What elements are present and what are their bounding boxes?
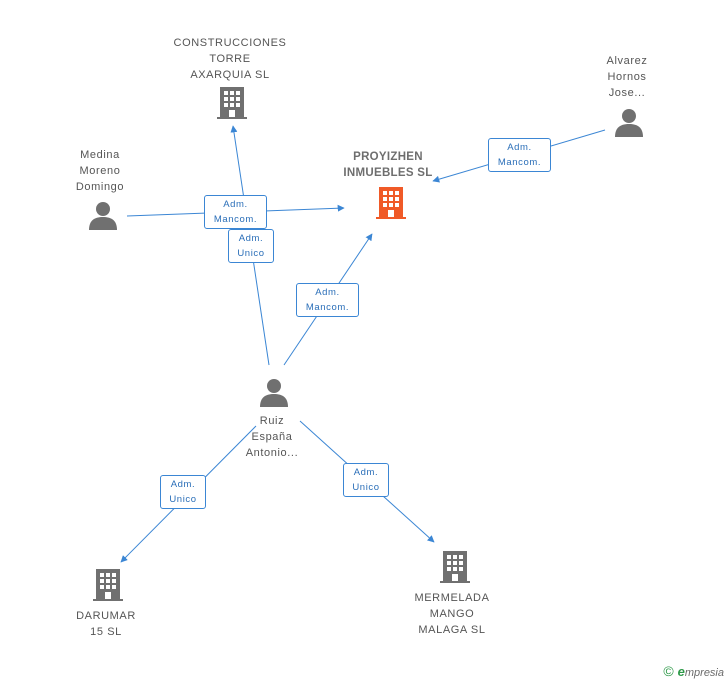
building-icon-highlighted [376,187,406,219]
node-label-proyizhen[interactable]: PROYIZHEN INMUEBLES SL [343,151,433,179]
building-icon [93,569,123,601]
edge-label-ruiz-proyizhen: Adm. Mancom. [296,283,359,317]
brand-e: e [677,664,685,679]
building-icon [217,87,247,119]
brand-rest: mpresia [684,667,724,679]
node-label-darumar[interactable]: DARUMAR 15 SL [76,610,136,638]
node-label-mermelada[interactable]: MERMELADA MANGO MALAGA SL [414,592,490,636]
node-label-alvarez[interactable]: Alvarez Hornos Jose... [606,55,648,99]
edge-label-ruiz-construcciones: Adm. Unico [228,229,274,263]
person-icon [260,379,288,407]
node-label-construcciones[interactable]: CONSTRUCCIONES TORRE AXARQUIA SL [173,37,287,81]
person-icon [89,202,117,230]
edge-label-ruiz-mermelada: Adm. Unico [343,463,389,497]
node-label-medina[interactable]: Medina Moreno Domingo [75,149,125,193]
node-label-ruiz[interactable]: Ruiz España Antonio... [245,415,299,459]
edge-label-alvarez-proyizhen: Adm. Mancom. [488,138,551,172]
copyright-symbol: © [663,663,674,679]
edge-label-ruiz-darumar: Adm. Unico [160,475,206,509]
edge-label-medina-proyizhen: Adm. Mancom. [204,195,267,229]
empresia-logo: ©empresia [663,663,724,679]
person-icon [615,109,643,137]
building-icon [440,551,470,583]
